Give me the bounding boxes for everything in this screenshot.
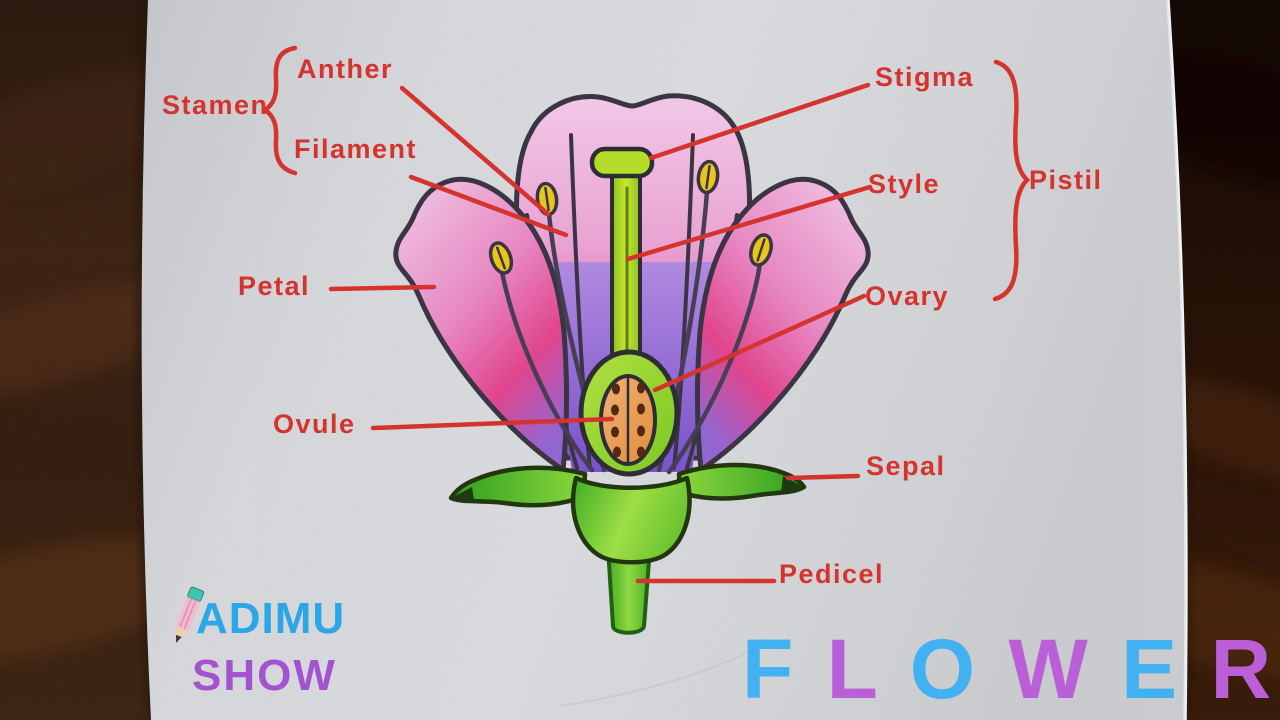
- watermark-line1: ADIMU: [196, 594, 345, 643]
- label-stigma: Stigma: [875, 62, 974, 92]
- title-letter: O: [910, 622, 980, 716]
- stamen-brace: [260, 45, 298, 176]
- label-sepal: Sepal: [866, 451, 946, 481]
- title-letter: F: [742, 622, 798, 716]
- paper-crease: [559, 645, 759, 707]
- sepal-right: [676, 462, 807, 501]
- filament-outer-left: [499, 269, 595, 473]
- sepal-left-tip: [451, 487, 474, 501]
- style-line: [625, 184, 873, 262]
- label-pedicel: Pedicel: [779, 559, 884, 589]
- channel-watermark: ADIMU SHOW: [175, 586, 345, 700]
- pistil-brace: [992, 59, 1031, 302]
- label-stamen: Stamen: [162, 90, 269, 120]
- video-title: F L O W E R: [742, 622, 1276, 716]
- sepals: [448, 462, 807, 508]
- label-petal: Petal: [238, 271, 310, 301]
- receptacle: [570, 475, 692, 565]
- label-style: Style: [868, 169, 940, 199]
- sepal-line: [785, 473, 861, 481]
- watermark-line2: SHOW: [192, 651, 337, 700]
- label-anther: Anther: [297, 54, 393, 84]
- callout-lines: [260, 45, 1031, 584]
- anther-outer-left: [488, 241, 514, 275]
- anther-line: [399, 85, 551, 217]
- label-filament: Filament: [294, 134, 417, 164]
- petal-right: [694, 176, 871, 473]
- anther-inner-right: [696, 159, 720, 195]
- filament-outer-right: [666, 261, 763, 475]
- title-letter: W: [1008, 622, 1092, 716]
- petal-left: [393, 176, 570, 473]
- ovule-line: [370, 416, 615, 431]
- ovule-seeds: [611, 382, 645, 458]
- diagram-labels: Stamen Anther Filament Petal Ovule Stigm…: [162, 54, 1103, 589]
- stigma-cap: [589, 146, 655, 179]
- stigma-line: [648, 82, 871, 161]
- title-letter: L: [827, 622, 882, 716]
- sepal-right-tip: [781, 476, 804, 492]
- ovary-line: [652, 293, 867, 393]
- title-letter: R: [1211, 622, 1277, 716]
- pencil-icon: [175, 586, 205, 643]
- anther-outer-right: [749, 233, 773, 267]
- flower-drawing: [393, 93, 871, 635]
- label-ovule: Ovule: [273, 409, 356, 439]
- title-letter: E: [1121, 622, 1182, 716]
- petal-line: [328, 284, 437, 292]
- label-pistil: Pistil: [1029, 165, 1103, 195]
- label-ovary: Ovary: [865, 281, 949, 311]
- filament-line: [408, 174, 569, 238]
- ovary: [578, 349, 680, 477]
